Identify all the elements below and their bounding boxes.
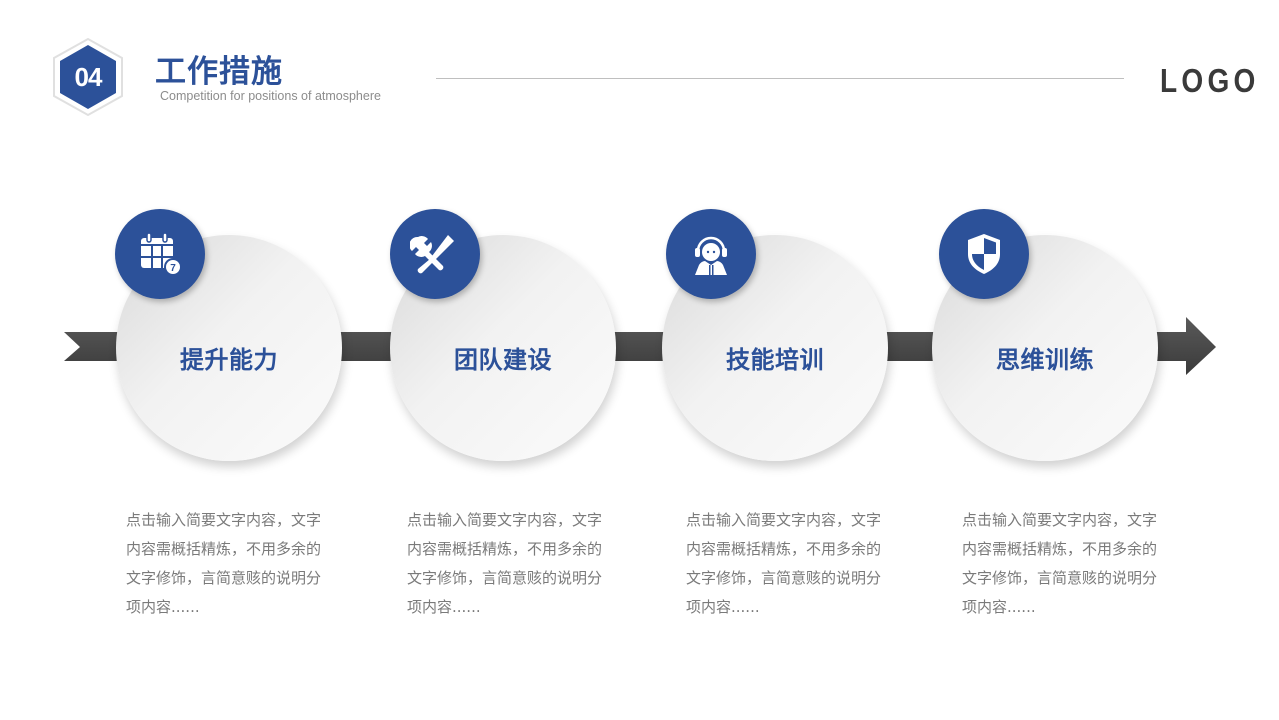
header-divider [436, 78, 1124, 79]
step-label: 技能培训 [726, 346, 824, 374]
timeline-arrow [64, 317, 1216, 377]
calendar-icon: 7 [141, 232, 182, 276]
logo: LOGO [1160, 62, 1260, 99]
step-badge: 7 [115, 209, 205, 299]
svg-text:7: 7 [170, 263, 176, 274]
hexagon-icon [53, 37, 123, 117]
step-badge [666, 209, 756, 299]
step-badge [939, 209, 1029, 299]
section-number-badge: 04 [52, 37, 124, 117]
tools-icon [410, 235, 454, 274]
step-badge [390, 209, 480, 299]
arrow-icon [64, 317, 1216, 375]
step-label: 团队建设 [454, 346, 552, 374]
section-number: 04 [74, 61, 103, 92]
step-label: 提升能力 [180, 346, 278, 374]
page-title: 工作措施 [155, 54, 283, 90]
step-description: 点击输入简要文字内容，文字内容需概括精炼，不用多余的文字修饰，言简意赅的说明分项… [686, 511, 882, 616]
headset-person-icon [695, 236, 727, 275]
step-label: 思维训练 [996, 346, 1094, 374]
step-description: 点击输入简要文字内容，文字内容需概括精炼，不用多余的文字修饰，言简意赅的说明分项… [962, 511, 1158, 616]
step-description: 点击输入简要文字内容，文字内容需概括精炼，不用多余的文字修饰，言简意赅的说明分项… [407, 511, 603, 616]
shield-icon [968, 234, 1000, 274]
step-description: 点击输入简要文字内容，文字内容需概括精炼，不用多余的文字修饰，言简意赅的说明分项… [126, 511, 322, 616]
page-subtitle: Competition for positions of atmosphere [160, 89, 381, 103]
